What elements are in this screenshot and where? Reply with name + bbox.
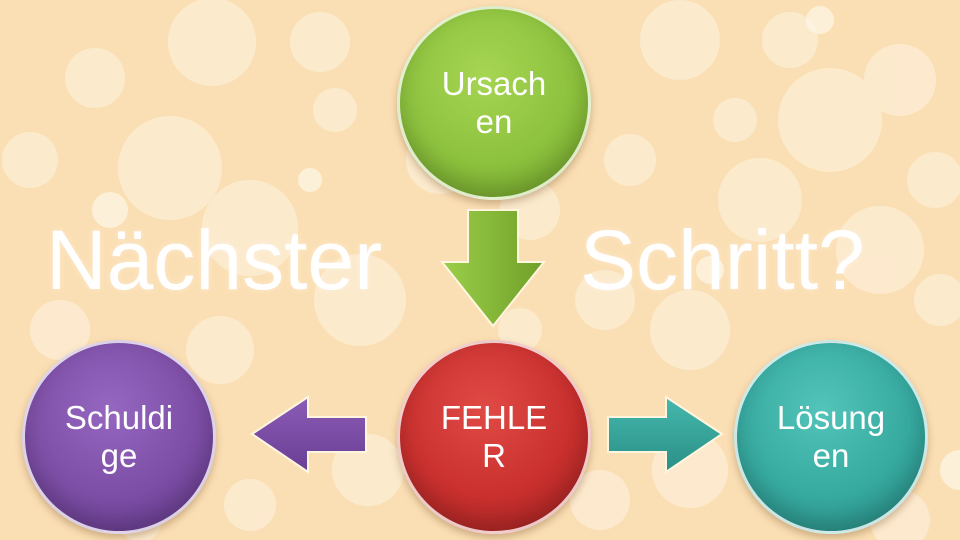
node-error-label: FEHLER	[440, 399, 548, 474]
node-culprits-label: Schuldige	[64, 399, 174, 474]
node-culprits: Schuldige	[22, 340, 216, 534]
headline-word-naechster: Nächster	[46, 213, 383, 307]
node-solutions: Lösungen	[734, 340, 928, 534]
arrow-left-error-to-culprits	[250, 395, 367, 474]
node-causes: Ursachen	[397, 6, 591, 200]
arrow-down-causes-to-error	[439, 209, 547, 328]
node-causes-label: Ursachen	[441, 65, 547, 140]
headline-word-schritt: Schritt?	[580, 213, 865, 307]
node-error: FEHLER	[397, 340, 591, 534]
headline: Nächster Schritt?	[0, 205, 960, 315]
arrow-right-error-to-solutions	[607, 395, 724, 474]
node-solutions-label: Lösungen	[776, 399, 886, 474]
